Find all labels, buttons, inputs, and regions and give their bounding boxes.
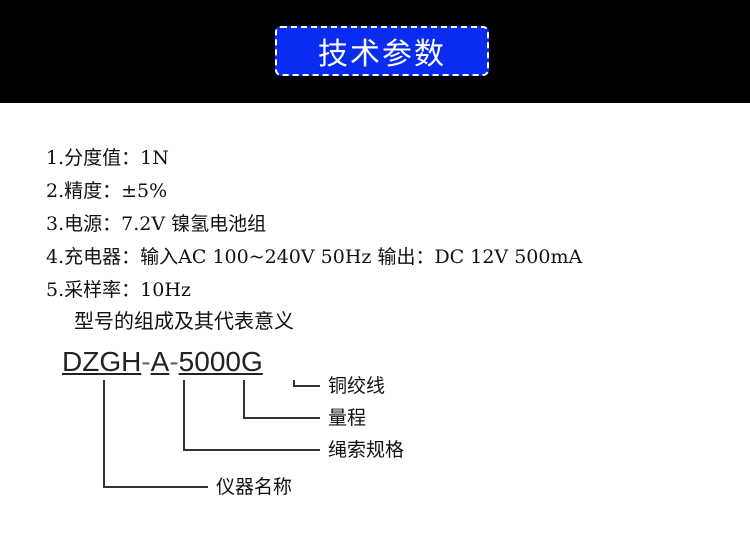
callout-range: 量程	[328, 407, 367, 429]
spec-value: 10Hz	[140, 279, 191, 301]
callout-copper: 铜绞线	[328, 375, 386, 397]
spec-label: 3.电源：	[46, 213, 122, 235]
model-part-range: 5000G	[178, 346, 263, 377]
spec-item: 4.充电器：输入AC 100~240V 50Hz 输出：DC 12V 500mA	[46, 241, 582, 274]
spec-item: 3.电源：7.2V 镍氢电池组	[46, 208, 582, 241]
connector-range	[243, 380, 320, 419]
connector-instrument	[103, 380, 208, 488]
spec-label: 2.精度：	[46, 180, 122, 202]
spec-value: ±5%	[121, 180, 168, 202]
connector-copper	[293, 380, 320, 387]
spec-label: 4.充电器：	[46, 246, 141, 268]
spec-label: 1.分度值：	[46, 147, 141, 169]
callout-instrument: 仪器名称	[216, 476, 293, 498]
spec-value: 1N	[140, 147, 169, 169]
section-title: 技术参数	[275, 26, 489, 76]
spec-value: 输入AC 100~240V 50Hz 输出：DC 12V 500mA	[140, 246, 583, 268]
spec-list: 1.分度值：1N 2.精度：±5% 3.电源：7.2V 镍氢电池组 4.充电器：…	[46, 142, 582, 307]
model-code: DZGH-A-5000G	[62, 345, 263, 379]
model-part-rope: A	[150, 346, 170, 377]
spec-item: 2.精度：±5%	[46, 175, 582, 208]
model-part-instrument: DZGH	[62, 346, 142, 377]
spec-item: 5.采样率：10Hz	[46, 274, 582, 307]
spec-label: 5.采样率：	[46, 279, 141, 301]
callout-rope: 绳索规格	[328, 439, 405, 461]
model-subtitle: 型号的组成及其代表意义	[74, 309, 294, 333]
spec-item: 1.分度值：1N	[46, 142, 582, 175]
model-separator: -	[141, 346, 151, 377]
connector-rope	[183, 380, 320, 451]
model-separator: -	[169, 346, 179, 377]
spec-value: 7.2V 镍氢电池组	[121, 213, 267, 235]
